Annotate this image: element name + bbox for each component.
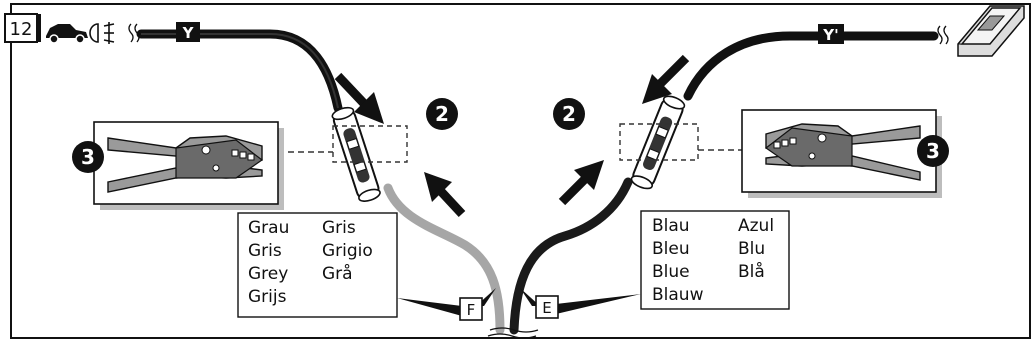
blue-name: Blau	[652, 216, 690, 236]
arrow-push-up-left	[424, 172, 466, 218]
wire-tag-e-text: E	[542, 299, 551, 317]
wire-e-black	[509, 177, 633, 335]
switch-icon	[957, 5, 1025, 57]
blue-name: Blå	[738, 261, 765, 282]
pointer-gray-box	[397, 298, 462, 316]
butt-connector-left	[331, 106, 381, 202]
wire-break-right	[937, 25, 949, 45]
gray-name: Grey	[248, 264, 288, 284]
wire-f-gray	[383, 183, 505, 335]
wire-tag-f-text: F	[467, 301, 476, 319]
blue-color-names-box: Blau Bleu Blue Blauw Azul Blu Blå	[640, 210, 790, 310]
callout-step-3-right: 3	[917, 135, 949, 167]
wire-tag-f: F	[459, 297, 483, 321]
headlight-icon	[89, 22, 115, 44]
callout-step-3-right-text: 3	[926, 139, 940, 163]
wire-bottom-break	[487, 327, 539, 339]
crimp-zone-left	[332, 125, 408, 163]
step-number-box: 12	[4, 13, 41, 43]
blue-name: Azul	[738, 216, 774, 236]
blue-name: Blue	[652, 262, 690, 282]
step-number: 12	[10, 19, 33, 40]
callout-step-2-right-text: 2	[562, 102, 576, 126]
connector-label-y: Y	[182, 24, 195, 42]
callout-step-2-right: 2	[553, 98, 585, 130]
gray-name: Grijs	[248, 287, 287, 307]
callout-step-2-left: 2	[426, 98, 458, 130]
crimping-tool-panel-left	[93, 121, 284, 210]
crimping-tool-icon	[764, 123, 921, 181]
wire-tag-e: E	[535, 295, 559, 319]
car-icon	[46, 24, 88, 44]
gray-color-names-box: Grau Gris Grey Grijs Gris Grigio Grå	[237, 212, 398, 318]
arrow-push-up-right	[558, 160, 604, 206]
gray-name: Grau	[248, 218, 289, 238]
callout-step-3-left: 3	[72, 141, 104, 173]
wire-y-right	[683, 31, 939, 101]
connector-label-y-prime: Y'	[822, 26, 838, 44]
blue-name: Bleu	[652, 239, 690, 259]
gray-name: Gris	[248, 241, 282, 261]
connector-tag-y: Y	[176, 22, 200, 42]
crimp-zone-right	[619, 123, 699, 161]
arrow-push-down-right	[642, 54, 690, 104]
gray-name: Grigio	[322, 241, 373, 261]
pointer-tag-e	[520, 288, 540, 306]
connector-tag-y-prime: Y'	[818, 24, 844, 44]
gray-name: Gris	[322, 218, 356, 238]
blue-name: Blu	[738, 239, 765, 259]
blue-name: Blauw	[652, 285, 704, 305]
callout-step-3-left-text: 3	[81, 145, 95, 169]
crimping-tool-panel-right	[741, 109, 942, 198]
crimping-tool-icon	[107, 135, 264, 193]
callout-step-2-left-text: 2	[435, 102, 449, 126]
arrow-push-down-left	[334, 72, 384, 124]
butt-connector-right	[630, 95, 686, 190]
pointer-blue-box	[556, 294, 641, 314]
gray-name: Grå	[322, 263, 353, 284]
